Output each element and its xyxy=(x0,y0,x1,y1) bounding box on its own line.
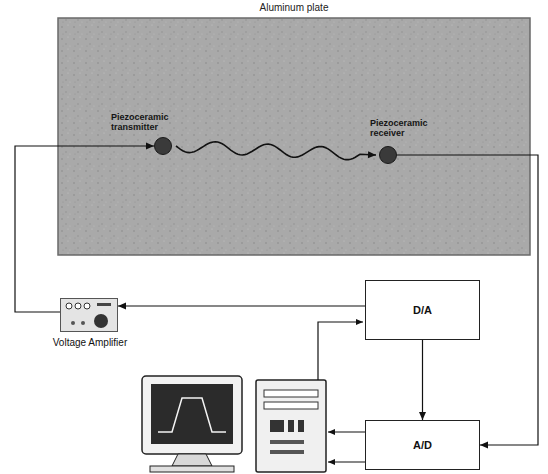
signal-wire xyxy=(118,305,365,306)
arrow-head xyxy=(419,412,426,420)
voltage-amplifier: Voltage Amplifier xyxy=(60,298,118,332)
piezo-transmitter: Piezoceramic transmitter xyxy=(154,137,172,155)
node-label: Piezoceramic receiver xyxy=(370,118,442,139)
data-wire xyxy=(328,431,365,432)
converter-box: A/D xyxy=(365,420,480,470)
signal-wire xyxy=(15,146,154,312)
arrow-head xyxy=(118,303,126,310)
piezo-receiver: Piezoceramic receiver xyxy=(379,146,397,164)
arrow-head xyxy=(368,151,376,158)
node-label: D/A xyxy=(413,304,432,316)
signal-wire xyxy=(422,340,423,420)
arrow-head xyxy=(480,442,488,449)
aluminum-plate xyxy=(58,18,530,255)
amplifier-face xyxy=(61,299,117,331)
node-label: A/D xyxy=(413,439,432,451)
node-label: Aluminum plate xyxy=(58,2,530,13)
control-wire xyxy=(318,322,363,380)
data-wire xyxy=(328,461,365,462)
converter-box: D/A xyxy=(365,280,480,340)
computer xyxy=(142,376,326,472)
signal-wire xyxy=(176,142,376,160)
arrow-head xyxy=(146,143,154,150)
aluminum-plate: Aluminum platePiezoceramic transmitterPi… xyxy=(58,18,530,255)
node-label: Piezoceramic transmitter xyxy=(111,112,183,133)
node-label: Voltage Amplifier xyxy=(45,337,135,349)
